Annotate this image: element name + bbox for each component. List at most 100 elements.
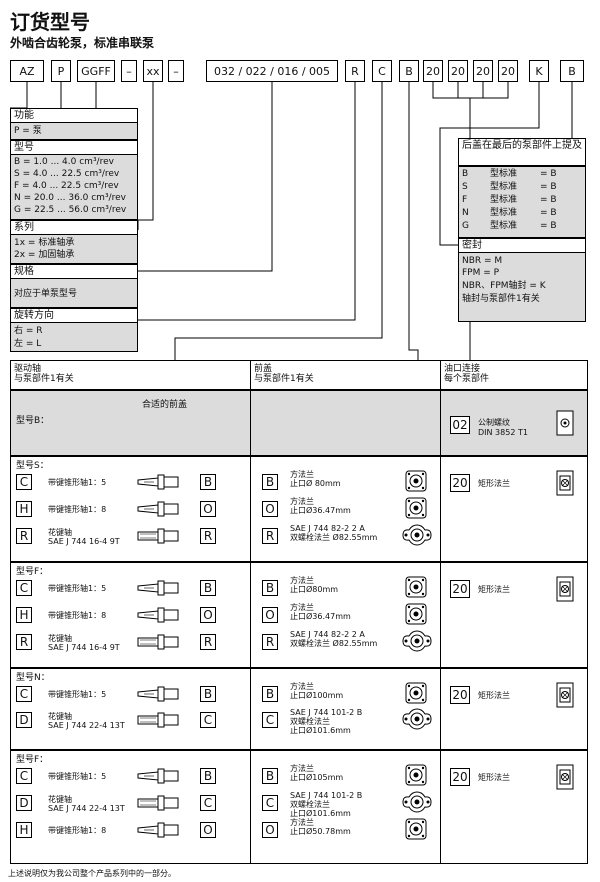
code-rotation: R <box>345 60 365 82</box>
col-shaft-title: 驱动轴 与泵部件1有关 <box>14 364 74 384</box>
two-bolt-flange-icon <box>402 708 432 730</box>
rows-port-text: 矩形法兰 <box>478 479 510 488</box>
two-bolt-flange-icon <box>402 791 432 813</box>
tapered-shaft-icon <box>137 580 179 596</box>
rowf-shaft-std: SAE J 744 16-4 9T <box>48 643 120 652</box>
rowg-port-cell <box>440 750 588 864</box>
rown-shaft-cover-code: B <box>200 686 216 702</box>
series-body <box>10 234 138 264</box>
func-item: P = 泵 <box>14 126 42 136</box>
rowg-cover-desc: 方法兰 <box>290 818 314 827</box>
rowg-cover-desc: 止口Ø50.78mm <box>290 827 351 836</box>
func-body <box>10 122 138 140</box>
cover-title: 后盖在最后的泵部件上提及 <box>458 138 586 166</box>
code-dash-2: – <box>168 60 184 82</box>
col-cover-title: 前盖 与泵部件1有关 <box>254 364 314 384</box>
rowg-shaft-cover-code: O <box>200 822 216 838</box>
series-item: 2x = 加固轴承 <box>14 250 75 260</box>
cover-item-label: 型标准 <box>490 195 518 205</box>
rown-cover-desc: 双螺栓法兰 <box>290 717 330 726</box>
cover-body <box>458 166 586 238</box>
spline-shaft-icon <box>137 795 179 811</box>
rowg-shaft-code: C <box>16 768 32 784</box>
rown-shaft-code: C <box>16 686 32 702</box>
rows-cover-desc: 方法兰 <box>290 470 314 479</box>
cover-item-value: = B <box>540 182 557 192</box>
seal-item: 轴封与泵部件1有关 <box>462 294 540 304</box>
spline-shaft-icon <box>137 528 179 544</box>
model-item: N = 20.0 ... 36.0 cm³/rev <box>14 193 126 203</box>
rowf-cover-desc: 双螺栓法兰 Ø82.55mm <box>290 639 378 648</box>
rown-shaft-cover-code: C <box>200 712 216 728</box>
rowg-cover-desc: 止口Ø101.6mm <box>290 809 351 818</box>
cover-item-letter: G <box>462 221 469 231</box>
row-b-note: 合适的前盖 <box>142 400 188 410</box>
square-flange-icon <box>405 682 427 704</box>
rowf-shaft-cover-code: R <box>200 634 216 650</box>
rect-flange-port-icon <box>556 682 574 708</box>
row-b-port-text1: 公制螺纹 <box>478 418 510 427</box>
threaded-port-icon <box>556 410 574 436</box>
model-item: B = 1.0 ... 4.0 cm³/rev <box>14 157 114 167</box>
cover-item-label: 型标准 <box>490 169 518 179</box>
rect-flange-port-icon <box>556 576 574 602</box>
rotation-body <box>10 322 138 352</box>
rows-shaft-desc: 带键锥形轴1：5 <box>48 478 107 487</box>
rows-label: 型号S： <box>16 461 49 471</box>
rotation-item: 左 = L <box>14 339 42 349</box>
rows-cover-desc: 止口Ø36.47mm <box>290 506 351 515</box>
rowf-shaft-code: H <box>16 607 32 623</box>
rowg-port-code: 20 <box>450 768 470 786</box>
code-port-2: 20 <box>448 60 468 82</box>
model-body <box>10 154 138 220</box>
tapered-shaft-icon <box>137 501 179 517</box>
cover-item-value: = B <box>540 221 557 231</box>
spline-shaft-icon <box>137 634 179 650</box>
square-flange-icon <box>405 818 427 840</box>
rown-cover-code: B <box>262 686 278 702</box>
code-ggff: GGFF <box>77 60 115 82</box>
rowg-shaft-cover-code: B <box>200 768 216 784</box>
rowg-cover-desc: 双螺栓法兰 <box>290 800 330 809</box>
square-flange-icon <box>405 497 427 519</box>
code-port-4: 20 <box>498 60 518 82</box>
rowf-port-cell <box>440 562 588 668</box>
rect-flange-port-icon <box>556 764 574 790</box>
rowf-cover-desc: 止口Ø36.47mm <box>290 612 351 621</box>
rown-shaft-code: D <box>16 712 32 728</box>
rows-port-cell <box>440 456 588 562</box>
rows-shaft-std: SAE J 744 16-4 9T <box>48 537 120 546</box>
rowf-label: 型号F： <box>16 567 49 577</box>
rect-flange-port-icon <box>556 470 574 496</box>
rowg-shaft-code: D <box>16 795 32 811</box>
square-flange-icon <box>405 470 427 492</box>
col-port-header <box>440 360 588 390</box>
rowg-shaft-desc: 带键锥形轴1：8 <box>48 826 107 835</box>
seal-body <box>458 252 586 322</box>
model-item: G = 22.5 ... 56.0 cm³/rev <box>14 205 127 215</box>
rowf-cover-desc: 方法兰 <box>290 576 314 585</box>
rown-port-text: 矩形法兰 <box>478 691 510 700</box>
footer-note: 上述说明仅为我公司整个产品系列中的一部分。 <box>8 869 176 878</box>
spline-shaft-icon <box>137 712 179 728</box>
code-sizes: 032 / 022 / 016 / 005 <box>206 60 338 82</box>
rown-shaft-std: SAE J 744 22-4 13T <box>48 721 125 730</box>
rowg-shaft-code: H <box>16 822 32 838</box>
tapered-shaft-icon <box>137 686 179 702</box>
rowf-shaft-code: R <box>16 634 32 650</box>
rowf-shaft-desc: 花键轴 <box>48 634 72 643</box>
rowf-cover-code: R <box>262 634 278 650</box>
rowf-port-text: 矩形法兰 <box>478 585 510 594</box>
code-port-1: 20 <box>423 60 443 82</box>
rows-shaft-code: R <box>16 528 32 544</box>
rotation-item: 右 = R <box>14 326 43 336</box>
square-flange-icon <box>405 764 427 786</box>
two-bolt-flange-icon <box>402 630 432 652</box>
rowf-cover-desc: 止口Ø80mm <box>290 585 339 594</box>
col-shaft-header <box>10 360 251 390</box>
rows-cover-code: R <box>262 528 278 544</box>
code-p: P <box>51 60 71 82</box>
rows-shaft-cover-code: B <box>200 474 216 490</box>
rown-label: 型号N： <box>16 673 50 683</box>
rown-cover-desc: 方法兰 <box>290 682 314 691</box>
